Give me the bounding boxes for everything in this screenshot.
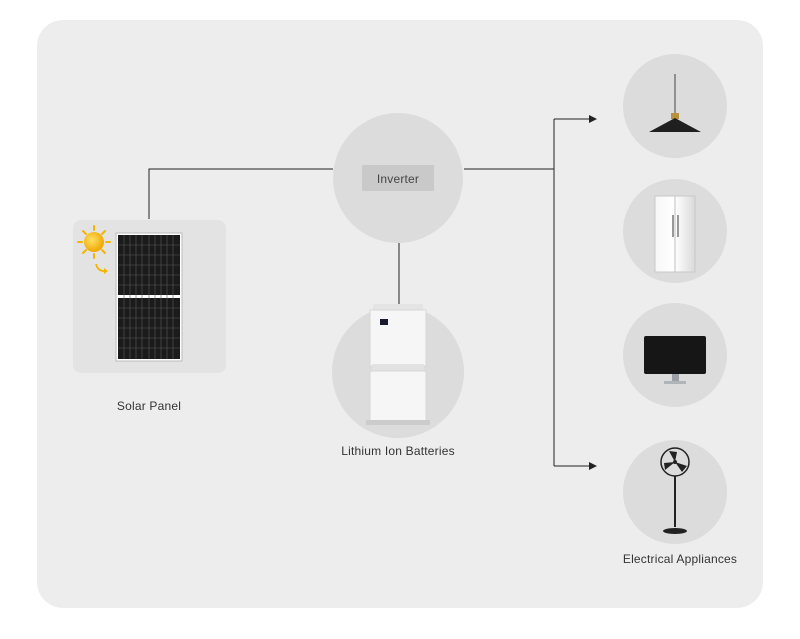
inverter-label: Inverter [376,172,420,186]
battery-node [332,304,464,438]
battery-icon [366,304,430,425]
solar-panel-node [73,220,226,373]
standing-fan-icon [660,447,690,534]
solar-panel-icon [115,232,183,362]
monitor-icon [644,336,706,384]
connectors [148,115,597,470]
appliances-label: Electrical Appliances [622,552,738,566]
monitor-node [623,303,727,407]
fan-node [623,440,727,544]
refrigerator-icon [654,195,696,273]
solar-panel-label: Solar Panel [116,399,182,413]
fridge-node [623,179,727,283]
battery-label: Lithium Ion Batteries [341,444,455,458]
lamp-node [623,54,727,158]
solar-to-inverter-line [148,168,333,219]
pendant-lamp-icon [649,74,701,132]
inverter-node [333,113,463,243]
sun-icon [77,225,111,259]
